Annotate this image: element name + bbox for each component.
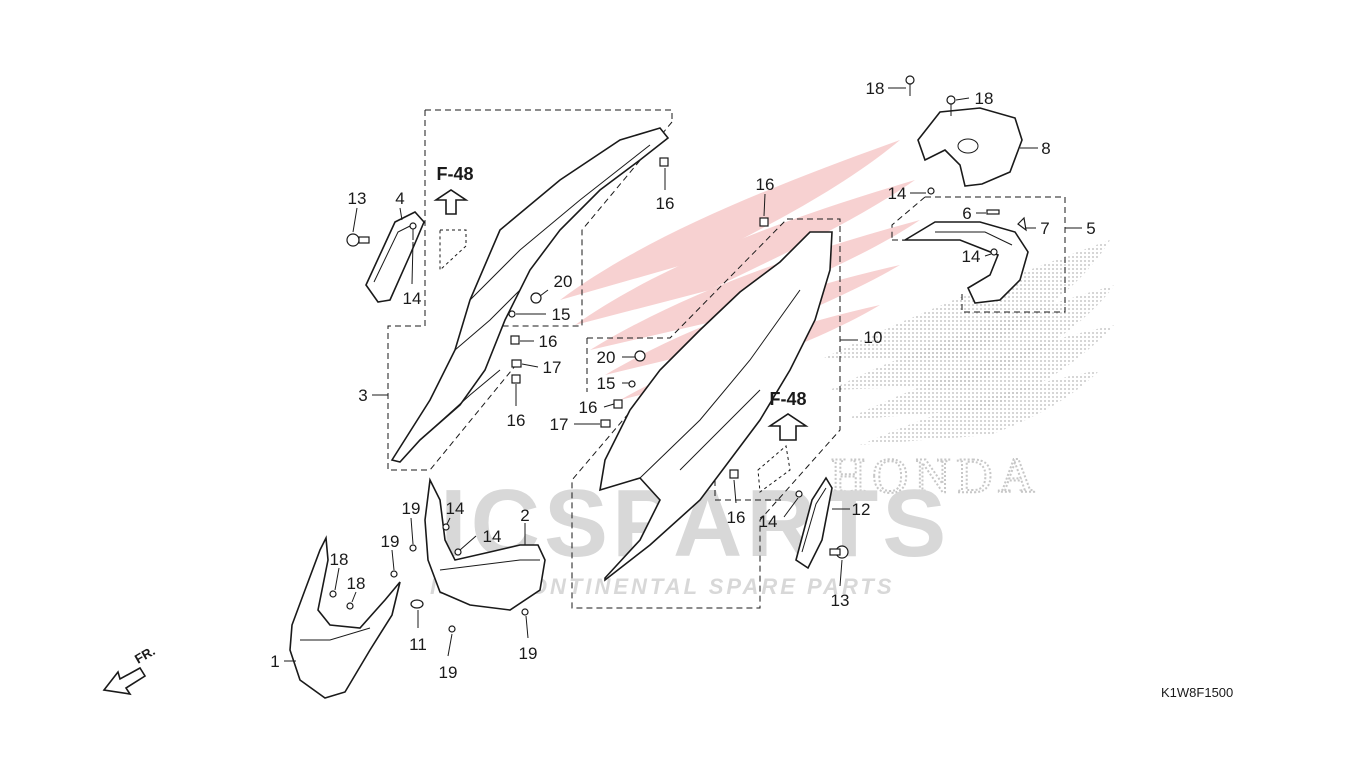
- callout-number: 18: [347, 574, 366, 593]
- callout-number: 19: [439, 663, 458, 682]
- screw-icon: [454, 548, 462, 556]
- watermark-maker-text: HONDA: [830, 447, 1041, 503]
- clip-icon: [659, 157, 669, 167]
- reference-labels: F-48F-48: [436, 164, 806, 409]
- screw-icon: [409, 222, 417, 240]
- washer-icon: [508, 310, 516, 318]
- callout-number: 14: [962, 247, 981, 266]
- callout-number: 6: [962, 204, 971, 223]
- callout-number: 17: [550, 415, 569, 434]
- screw-icon: [329, 590, 337, 598]
- callout-number: 14: [446, 499, 465, 518]
- callout-number: 15: [552, 305, 571, 324]
- nut-icon: [600, 419, 611, 428]
- nut-icon: [511, 359, 522, 368]
- bolt-icon: [346, 233, 370, 247]
- screw-icon: [946, 95, 956, 116]
- screw-icon: [448, 625, 456, 633]
- callout-number: 14: [403, 289, 422, 308]
- callout-number: 14: [759, 512, 778, 531]
- callout-number: 18: [975, 89, 994, 108]
- callout-number: 14: [483, 527, 502, 546]
- callout-number: 18: [866, 79, 885, 98]
- callout-number: 18: [330, 550, 349, 569]
- ref-label: F-48: [769, 389, 806, 409]
- part-8-rear-cover: [917, 107, 1023, 187]
- clip-icon: [729, 469, 739, 479]
- callout-number: 13: [831, 591, 850, 610]
- ref-label: F-48: [436, 164, 473, 184]
- callout-number: 16: [656, 194, 675, 213]
- screw-icon: [442, 523, 450, 531]
- part-1-front-cover: [289, 535, 401, 699]
- callout-number: 10: [864, 328, 883, 347]
- screw-icon: [346, 602, 354, 610]
- front-arrow-icon: [102, 666, 147, 696]
- honda-dotted-wing-icon: [820, 240, 1115, 445]
- leader-lines: [284, 87, 1082, 662]
- callout-number: 11: [409, 635, 427, 654]
- callout-number: 2: [520, 506, 529, 525]
- group-boundaries: [387, 109, 1066, 609]
- callout-number: 20: [597, 348, 616, 367]
- clip-icon: [613, 399, 623, 409]
- washer-icon: [628, 380, 636, 388]
- clip-icon: [511, 374, 521, 384]
- ref-arrow-2: [757, 413, 809, 493]
- callout-number: 20: [554, 272, 573, 291]
- screw-icon: [521, 608, 529, 616]
- callout-number: 16: [539, 332, 558, 351]
- callout-number: 15: [597, 374, 616, 393]
- bolt-icon: [829, 545, 849, 559]
- callout-number: 5: [1086, 219, 1095, 238]
- callout-number: 16: [507, 411, 526, 430]
- callout-number: 16: [756, 175, 775, 194]
- screw-icon: [530, 292, 542, 304]
- screw-icon: [990, 248, 998, 256]
- front-direction-label: FR.: [132, 643, 158, 666]
- part-3-left-body-cover: [390, 127, 670, 463]
- part-4-side-panel: [365, 211, 425, 303]
- callout-number: 12: [852, 500, 871, 519]
- callout-number: 14: [888, 184, 907, 203]
- part-2-inner-cover: [424, 477, 546, 611]
- screw-icon: [409, 544, 417, 552]
- clip-icon: [1017, 216, 1027, 232]
- callout-number: 19: [519, 644, 538, 663]
- callout-number: 7: [1040, 219, 1049, 238]
- clip-icon: [510, 335, 520, 345]
- diagram-code: K1W8F1500: [1161, 685, 1233, 700]
- callout-number: 13: [348, 189, 367, 208]
- screw-icon: [927, 187, 935, 195]
- callout-number: 17: [543, 358, 562, 377]
- hardware: [329, 75, 1027, 633]
- screw-icon: [905, 75, 915, 96]
- screw-icon: [634, 350, 646, 362]
- callout-number: 19: [381, 532, 400, 551]
- grommet-icon: [410, 599, 424, 609]
- callout-number: 4: [395, 189, 404, 208]
- callout-number: 16: [727, 508, 746, 527]
- ref-arrow-1: [433, 189, 469, 272]
- part-10-right-body-cover: [598, 231, 833, 582]
- part-5-undertray: [902, 221, 1029, 304]
- callout-number: 3: [358, 386, 367, 405]
- part-12-side-panel: [795, 476, 833, 570]
- callout-number: 1: [270, 652, 279, 671]
- clip-icon: [986, 209, 1000, 215]
- clip-icon: [759, 217, 769, 227]
- callout-number: 16: [579, 398, 598, 417]
- callout-number: 8: [1041, 139, 1050, 158]
- front-direction-indicator: FR.: [102, 643, 158, 696]
- screw-icon: [795, 490, 803, 498]
- callout-number: 19: [402, 499, 421, 518]
- screw-icon: [390, 570, 398, 578]
